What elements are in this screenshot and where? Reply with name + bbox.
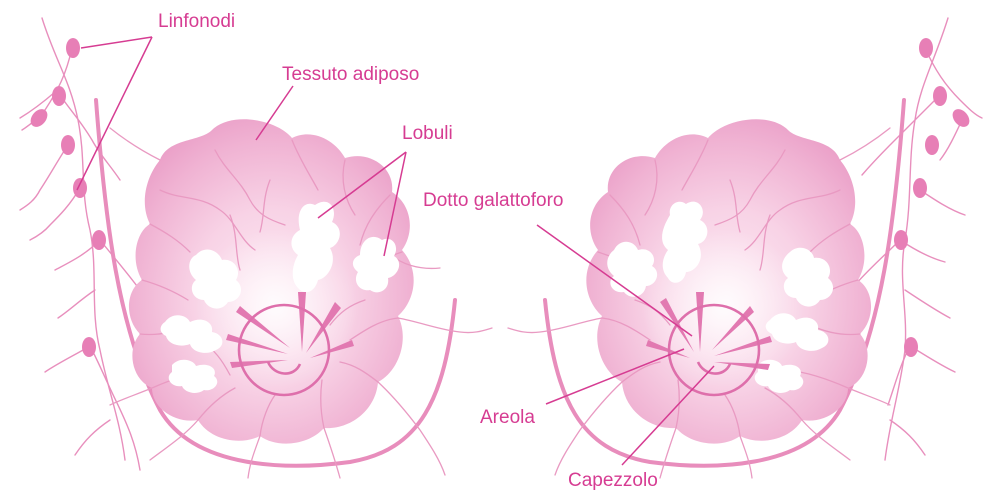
label-lymph-nodes: Linfonodi: [158, 11, 235, 32]
label-lobules: Lobuli: [402, 123, 453, 144]
lymph-node: [919, 38, 933, 58]
label-areola: Areola: [480, 407, 535, 428]
lymph-node: [52, 86, 66, 106]
label-nipple: Capezzolo: [568, 470, 658, 491]
lymph-node: [933, 86, 947, 106]
leader-lymph-nodes-a: [81, 37, 152, 48]
lymph-node: [92, 230, 106, 250]
right-lymphatic-network: [855, 18, 982, 460]
leader-lymph-nodes-b: [77, 37, 152, 190]
lymph-node: [27, 106, 51, 130]
lymph-node: [73, 178, 87, 198]
lymph-node: [925, 135, 939, 155]
lymph-node: [66, 38, 80, 58]
lymph-node: [61, 135, 75, 155]
right-breast: [508, 18, 982, 478]
lymph-node: [904, 337, 918, 357]
left-breast: [20, 18, 492, 478]
lymph-node: [913, 178, 927, 198]
label-milk-duct: Dotto galattoforo: [423, 190, 563, 211]
lymph-node: [82, 337, 96, 357]
label-adipose-tissue: Tessuto adiposo: [282, 64, 419, 85]
lymph-node: [894, 230, 908, 250]
